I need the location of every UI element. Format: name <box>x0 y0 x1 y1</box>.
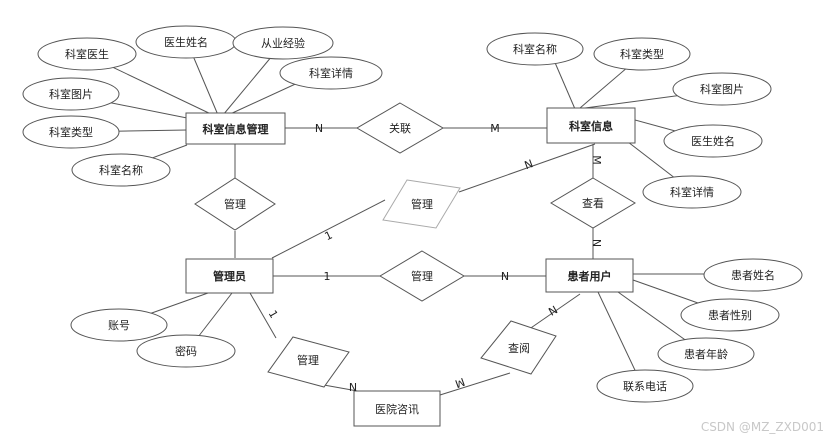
relationship-view: 查看 <box>550 177 636 229</box>
cardinality-label: N <box>501 270 509 283</box>
relationship-manage-patient: 管理 <box>379 250 465 302</box>
attribute-label: 患者年龄 <box>684 347 728 361</box>
relationship-label: 管理 <box>411 269 433 283</box>
cardinality-label: N <box>315 122 323 135</box>
relationship-label: 管理 <box>224 197 246 211</box>
entity-label: 科室信息 <box>569 119 613 133</box>
relationship-manage-dept-mgmt: 管理 <box>194 177 276 231</box>
relationship-label: 管理 <box>411 197 433 211</box>
attribute-label: 科室类型 <box>620 47 664 61</box>
connector <box>458 143 596 193</box>
attribute-label: 医生姓名 <box>164 35 208 49</box>
entity-label: 管理员 <box>213 269 246 283</box>
attribute-label: 密码 <box>175 344 197 358</box>
attribute-label: 科室详情 <box>309 66 353 80</box>
attribute-experience: 从业经验 <box>232 26 334 60</box>
attribute-dept-type: 科室类型 <box>22 115 120 149</box>
relationship-label: 查阅 <box>508 341 530 355</box>
connector <box>597 291 643 386</box>
attribute-password: 密码 <box>136 334 236 368</box>
cardinality-label: N <box>590 239 603 247</box>
attribute-dept-doctor: 科室医生 <box>37 37 137 71</box>
watermark: CSDN @MZ_ZXD001 <box>701 420 824 434</box>
attribute-label: 科室类型 <box>49 125 93 139</box>
attribute-dept-details: 科室详情 <box>279 56 383 90</box>
attribute-patient-age: 患者年龄 <box>657 337 755 371</box>
attribute-dept-type: 科室类型 <box>593 37 691 71</box>
connector <box>439 372 511 396</box>
attribute-dept-name: 科室名称 <box>71 153 171 187</box>
entity-admin: 管理员 <box>185 258 274 294</box>
connector <box>524 293 581 333</box>
attribute-label: 患者性别 <box>708 308 752 322</box>
connector <box>271 199 386 259</box>
attribute-doctor-name: 医生姓名 <box>135 25 237 59</box>
relationship-manage-dept-info: 管理 <box>382 179 461 229</box>
attribute-doctor-name: 医生姓名 <box>663 124 763 158</box>
entity-label: 科室信息管理 <box>203 122 269 136</box>
entity-patient: 患者用户 <box>545 258 634 293</box>
cardinality-label: N <box>523 157 535 172</box>
attribute-label: 账号 <box>108 319 130 332</box>
attribute-label: 科室详情 <box>670 185 714 199</box>
relationship-query: 查阅 <box>480 320 557 375</box>
attribute-label: 科室医生 <box>65 47 109 61</box>
cardinality-label: 1 <box>323 228 335 243</box>
relationship-manage-news: 管理 <box>267 336 350 388</box>
attribute-dept-image: 科室图片 <box>672 72 772 106</box>
cardinality-label: M <box>453 375 466 390</box>
relationship-assoc: 关联 <box>356 102 444 154</box>
attribute-label: 科室名称 <box>99 163 143 177</box>
connector <box>249 292 277 339</box>
cardinality-label: N <box>349 381 357 394</box>
attribute-dept-name: 科室名称 <box>486 32 584 66</box>
entity-news: 医院咨讯 <box>353 390 441 427</box>
attribute-label: 从业经验 <box>261 36 305 50</box>
attribute-patient-name: 患者姓名 <box>703 258 803 292</box>
entity-label: 医院咨讯 <box>375 402 419 416</box>
entity-dept-mgmt: 科室信息管理 <box>185 112 286 145</box>
relationship-label: 查看 <box>582 196 604 210</box>
entity-dept-info: 科室信息 <box>546 107 636 144</box>
attribute-label: 科室图片 <box>700 82 744 96</box>
attribute-label: 联系电话 <box>623 380 667 393</box>
entity-label: 患者用户 <box>568 269 612 283</box>
attribute-label: 科室图片 <box>49 87 93 101</box>
attribute-label: 科室名称 <box>513 42 557 56</box>
cardinality-label: M <box>490 122 500 135</box>
attribute-dept-image: 科室图片 <box>22 77 120 111</box>
attribute-patient-gender: 患者性别 <box>680 298 780 332</box>
relationship-label: 关联 <box>389 121 411 135</box>
attribute-account: 账号 <box>70 308 168 342</box>
relationship-label: 管理 <box>297 353 319 367</box>
cardinality-label: 1 <box>266 308 281 321</box>
cardinality-label: 1 <box>324 270 331 283</box>
attribute-dept-details: 科室详情 <box>642 175 742 209</box>
attribute-phone: 联系电话 <box>596 369 694 403</box>
attribute-label: 医生姓名 <box>691 134 735 148</box>
cardinality-label: M <box>590 155 603 165</box>
attribute-label: 患者姓名 <box>731 268 775 282</box>
